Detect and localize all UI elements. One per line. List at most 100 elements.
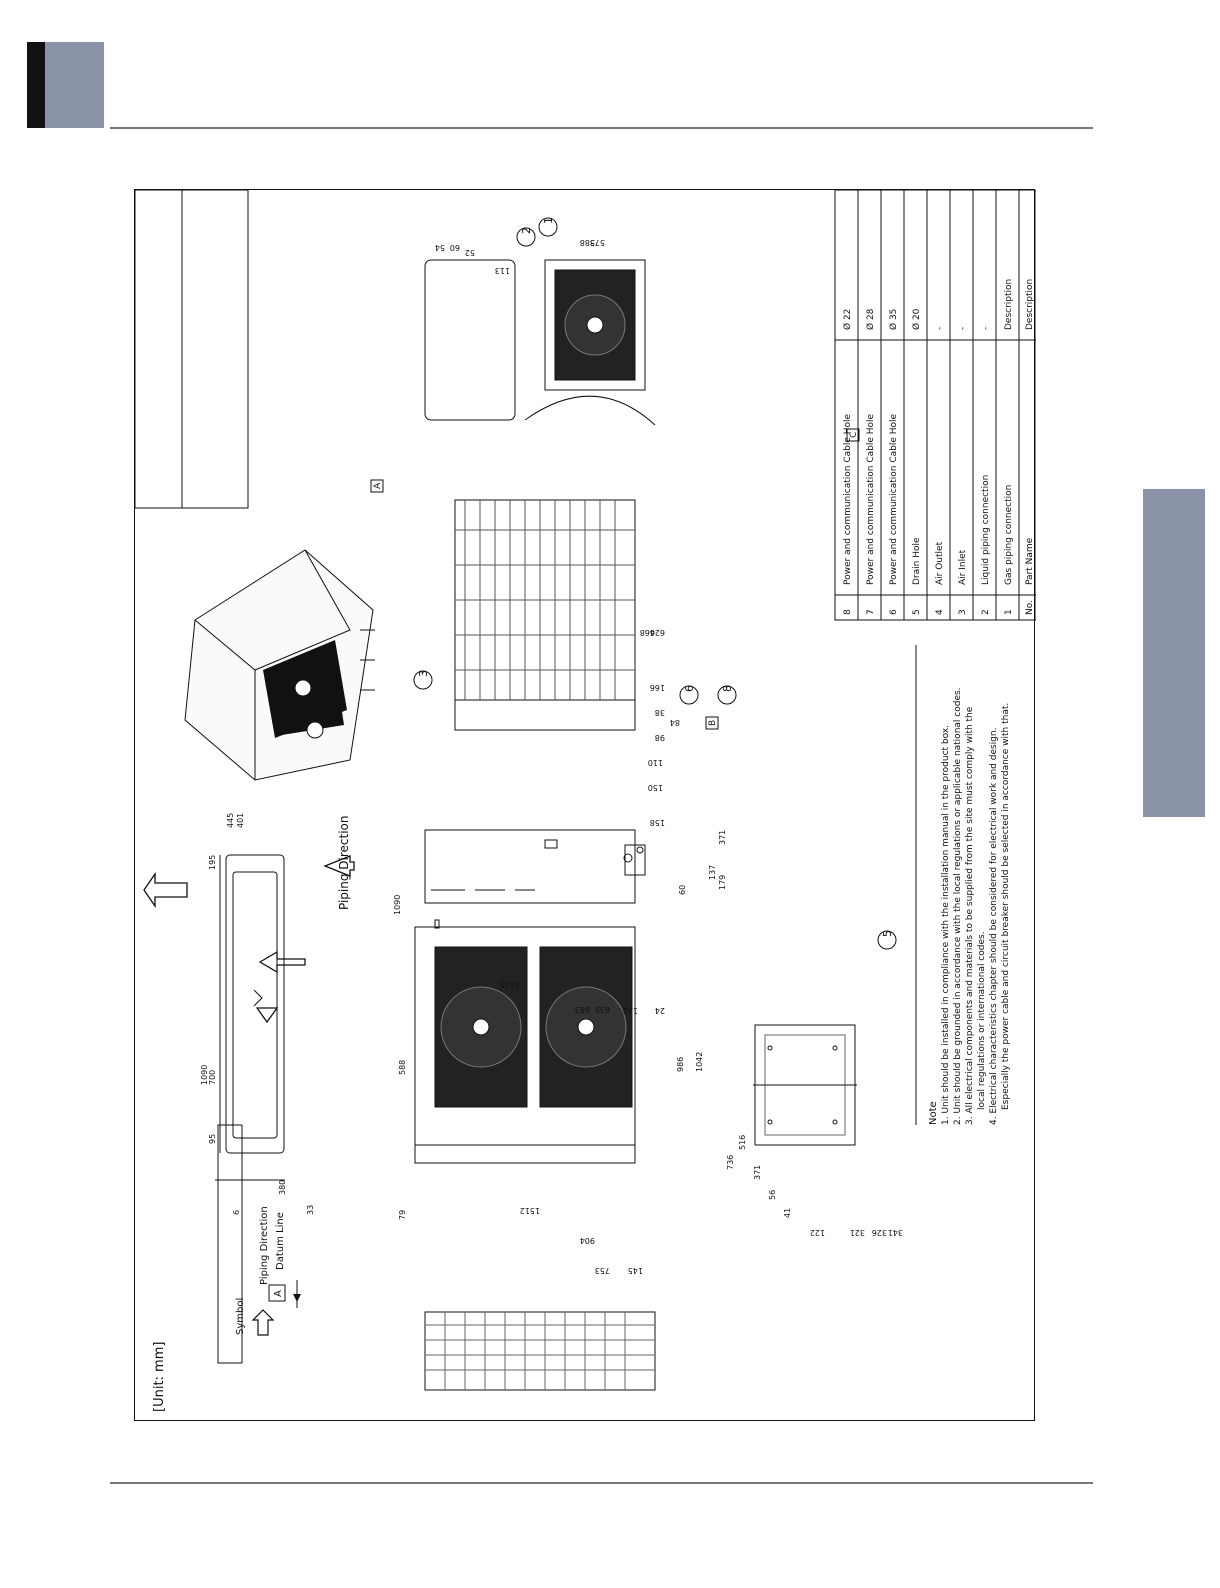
svg-text:-: - [981, 327, 991, 330]
svg-text:54: 54 [435, 243, 445, 252]
svg-text:986: 986 [676, 1057, 685, 1072]
svg-text:Power and communication Cable: Power and communication Cable Hole [866, 413, 876, 585]
piping-direction-label: Piping Direction [337, 815, 351, 910]
title-block [134, 189, 249, 509]
svg-text:753: 753 [595, 1266, 610, 1275]
datum-tags: A B C [370, 428, 860, 730]
svg-text:4. Electrical characteristics: 4. Electrical characteristics chapter sh… [989, 728, 999, 1125]
top-view-dims: 1090 700 95 195 445 401 380 6 33 [200, 813, 315, 1215]
svg-text:736: 736 [726, 1155, 735, 1170]
svg-text:95: 95 [208, 1134, 217, 1144]
svg-text:6: 6 [232, 1210, 241, 1215]
svg-text:573: 573 [590, 238, 605, 247]
svg-text:668: 668 [640, 628, 655, 637]
svg-text:Ø 22: Ø 22 [842, 309, 853, 330]
svg-text:Especially the power cable and: Especially the power cable and circuit b… [1001, 703, 1011, 1110]
detail-view [424, 259, 656, 426]
svg-text:683: 683 [575, 1005, 590, 1014]
header-rule [110, 127, 1093, 129]
svg-text:321: 321 [850, 1228, 865, 1237]
datum-line-icon: A [268, 1280, 301, 1308]
top-view [215, 854, 285, 1181]
svg-text:1042: 1042 [695, 1052, 704, 1072]
svg-text:-: - [935, 327, 945, 330]
svg-text:Description: Description [1004, 279, 1014, 330]
base-view-dims: 736 516 371 56 41 122 321 326 341 [726, 1135, 903, 1237]
svg-text:371: 371 [753, 1165, 762, 1180]
svg-text:No.: No. [1025, 600, 1035, 615]
rear-view-dims: 668 624 166 38 84 [640, 628, 680, 727]
svg-text:3. All electrical components a: 3. All electrical components and materia… [965, 706, 975, 1125]
svg-text:4: 4 [935, 609, 945, 615]
svg-text:638: 638 [595, 1005, 610, 1014]
svg-text:8: 8 [721, 685, 734, 692]
svg-text:326: 326 [872, 1228, 887, 1237]
svg-text:7: 7 [866, 609, 876, 615]
svg-text:904: 904 [580, 1236, 595, 1245]
svg-text:24: 24 [655, 1006, 665, 1015]
svg-text:122: 122 [810, 1228, 825, 1237]
side-view-right-dims: 158 150 110 98 371 137 179 60 [648, 733, 727, 895]
svg-text:158: 158 [623, 1006, 638, 1015]
svg-text:Liquid piping connection: Liquid piping connection [981, 475, 991, 585]
note-box: Note 1. Unit should be installed in comp… [915, 645, 1011, 1125]
svg-text:52: 52 [465, 248, 475, 257]
svg-text:41: 41 [783, 1208, 792, 1218]
svg-text:60: 60 [450, 243, 460, 252]
svg-text:Power and communication Cable: Power and communication Cable Hole [889, 413, 899, 585]
svg-text:371: 371 [718, 830, 727, 845]
front-view-dims: 588 1090 1625 683 638 158 24 986 1042 79 [393, 895, 704, 1220]
svg-text:Piping Direction: Piping Direction [259, 1206, 270, 1285]
svg-text:local regulations or internati: local regulations or international codes… [977, 931, 987, 1110]
svg-text:6: 6 [889, 609, 899, 615]
svg-text:3: 3 [417, 670, 430, 677]
svg-text:B: B [708, 720, 718, 726]
svg-text:Datum Line: Datum Line [275, 1212, 286, 1270]
svg-text:1: 1 [1004, 609, 1014, 615]
svg-text:C: C [849, 432, 859, 438]
isometric-view [184, 549, 375, 781]
svg-text:113: 113 [495, 266, 510, 275]
svg-text:2: 2 [981, 609, 991, 615]
svg-text:60: 60 [678, 885, 687, 895]
svg-text:Gas piping connection: Gas piping connection [1004, 485, 1014, 585]
footer-rule [110, 1482, 1093, 1484]
svg-text:Air Inlet: Air Inlet [958, 549, 968, 585]
svg-text:2: 2 [520, 227, 533, 234]
header-gray-block [45, 42, 104, 128]
svg-text:179: 179 [718, 875, 727, 890]
svg-text:1. Unit should be installed in: 1. Unit should be installed in complianc… [941, 725, 951, 1125]
unit-label: [Unit: mm] [152, 1342, 167, 1412]
svg-text:401: 401 [236, 813, 245, 828]
svg-text:Ø 35: Ø 35 [888, 309, 899, 330]
svg-text:150: 150 [648, 783, 663, 792]
side-view-left-dims: 1512 904 753 145 [520, 1206, 643, 1275]
svg-text:1625: 1625 [500, 980, 520, 989]
svg-text:Description: Description [1025, 279, 1035, 330]
svg-text:1090: 1090 [200, 1065, 209, 1085]
drawing-sheet: [Unit: mm] Symbol Piping Direction A Dat… [134, 189, 1037, 1421]
svg-text:Symbol: Symbol [235, 1298, 246, 1335]
svg-text:588: 588 [398, 1060, 407, 1075]
svg-text:Ø 28: Ø 28 [865, 308, 876, 330]
side-view-right [424, 829, 646, 904]
rear-view [454, 499, 636, 731]
svg-text:Power and communication Cable: Power and communication Cable Hole [843, 413, 853, 585]
svg-text:445: 445 [226, 813, 235, 828]
svg-text:1: 1 [542, 217, 555, 224]
datum-tag-b: B [705, 716, 719, 730]
svg-text:158: 158 [650, 818, 665, 827]
svg-text:624: 624 [650, 628, 665, 637]
svg-text:Air Outlet: Air Outlet [935, 541, 945, 585]
detail-view-dims: 588 573 60 54 52 113 [435, 238, 605, 275]
svg-text:1090: 1090 [393, 895, 402, 915]
svg-text:Drain Hole: Drain Hole [912, 537, 922, 585]
svg-text:-: - [958, 327, 968, 330]
svg-text:38: 38 [655, 708, 665, 717]
front-view [414, 839, 636, 1164]
svg-text:33: 33 [306, 1205, 315, 1215]
svg-text:380: 380 [278, 1180, 287, 1195]
svg-text:79: 79 [398, 1210, 407, 1220]
svg-text:166: 166 [650, 683, 665, 692]
base-view [753, 1024, 857, 1146]
